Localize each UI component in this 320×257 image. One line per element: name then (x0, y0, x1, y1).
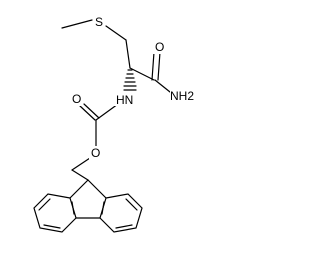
carbamate-nitrogen-label: HN (116, 93, 133, 107)
atom-label-layer: S O NH2 HN O O (70, 14, 198, 160)
amide-nitrogen-label: NH2 (170, 89, 194, 103)
bond-amide-c-n (154, 79, 171, 93)
right-ring-double-3 (101, 201, 105, 215)
right-ring-double-2 (115, 224, 133, 229)
left-benzene-ring (33, 193, 77, 233)
bond-c9-c8a (87, 179, 107, 199)
bond-ch2-ch2 (125, 39, 131, 69)
left-ring-double-1 (38, 198, 51, 211)
bond-amide-c-o-b (157, 51, 161, 81)
right-ring-double-1 (125, 198, 138, 211)
chemical-structure: S O NH2 HN O O (33, 14, 198, 233)
bond-alpha-nh-hashed (123, 69, 137, 91)
bond-s-ch2 (105, 25, 127, 41)
bond-c9-c9a (69, 179, 89, 199)
bond-oester-ch2 (71, 157, 91, 171)
sulfur-label: S (95, 15, 103, 29)
bond-amide-c-o-a (151, 51, 155, 81)
carbamate-oxygen-label: O (72, 92, 81, 106)
left-ring-double-3 (71, 201, 75, 215)
amide-oxygen-label: O (155, 40, 164, 54)
bond-alpha-carbonyl (129, 67, 155, 81)
right-benzene-ring (99, 193, 143, 233)
bond-ch2-fluorenyl-c9 (71, 169, 89, 181)
bond-methyl-s (61, 19, 93, 29)
left-ring-double-2 (43, 224, 61, 229)
bond-nh-carbamate-c (95, 103, 119, 121)
bond-layer (33, 19, 171, 233)
bond-carbamate-c-o-a (79, 105, 96, 121)
ester-oxygen-label: O (91, 146, 100, 160)
bond-carbamate-c-o-b (83, 103, 100, 119)
